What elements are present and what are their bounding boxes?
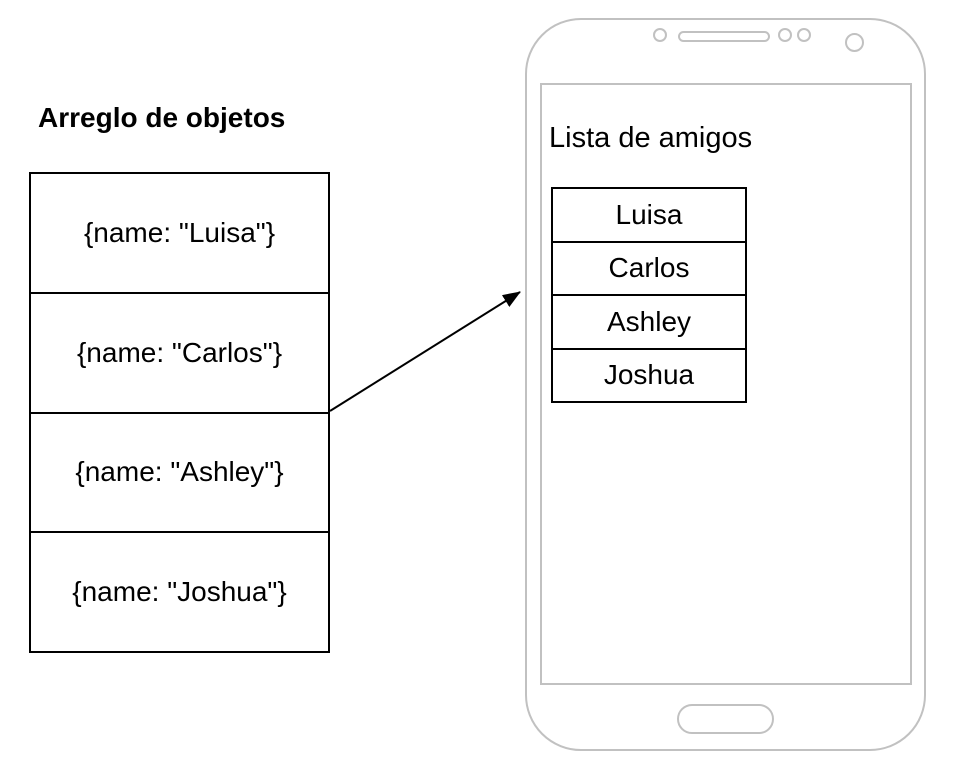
friend-list-item-1: Carlos: [553, 240, 745, 295]
array-item-2: {name: "Ashley"}: [31, 411, 328, 532]
friend-list-item-3: Joshua: [553, 347, 745, 402]
friends-list-title: Lista de amigos: [549, 122, 753, 154]
speaker-slot-icon: [678, 31, 770, 42]
array-item-0: {name: "Luisa"}: [83, 216, 276, 248]
sensor-dot-icon: [778, 28, 792, 42]
front-camera-icon: [845, 33, 864, 52]
array-panel-title: Arreglo de objetos: [38, 102, 286, 133]
home-button: [677, 704, 774, 734]
friend-list-item-2: Ashley: [553, 294, 745, 348]
array-item-3: {name: "Joshua"}: [31, 531, 328, 651]
array-item-1: {name: "Carlos"}: [31, 291, 328, 412]
friend-list-item-0: Luisa: [615, 198, 683, 230]
friends-list: Luisa Carlos Ashley Joshua: [551, 187, 747, 403]
sensor-dot-icon: [797, 28, 811, 42]
array-of-objects-table: {name: "Luisa"} {name: "Carlos"} {name: …: [29, 172, 330, 653]
sensor-dot-icon: [653, 28, 667, 42]
